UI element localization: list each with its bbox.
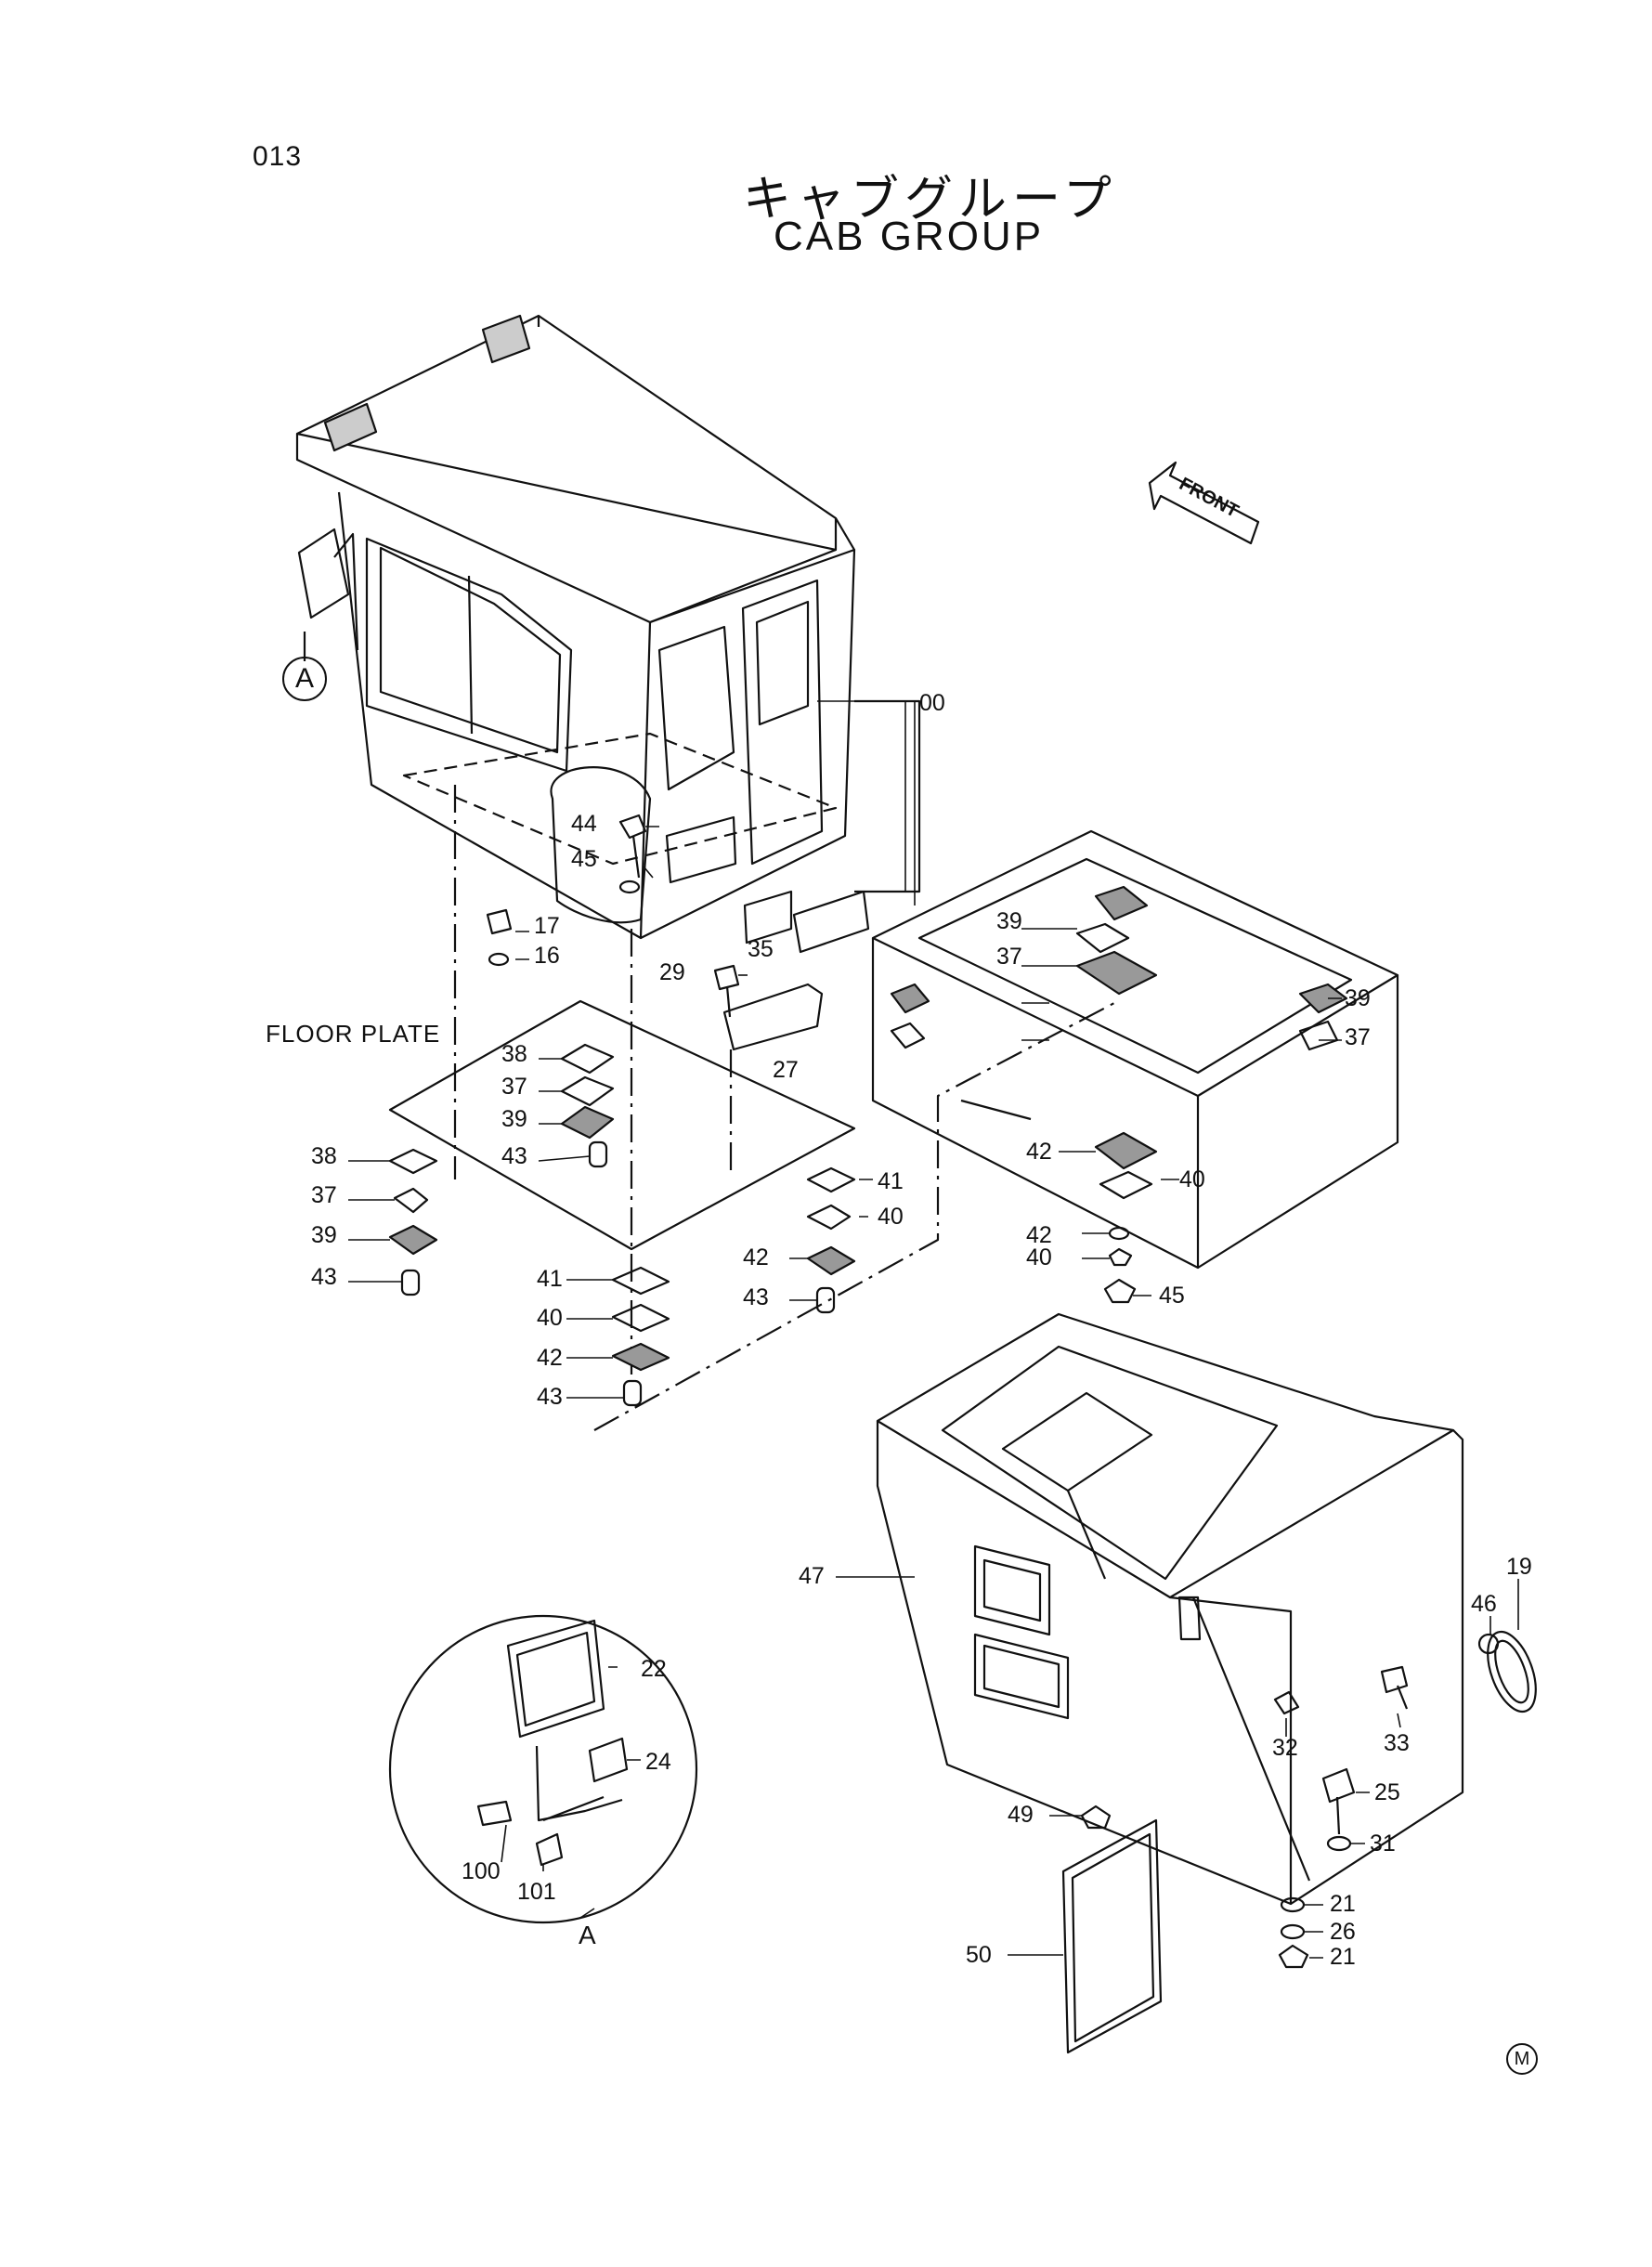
part-number-00: 00 — [919, 690, 945, 716]
part-number-21: 21 — [1330, 1891, 1356, 1917]
part-number-33: 33 — [1384, 1730, 1410, 1756]
part-number-19: 19 — [1506, 1554, 1532, 1580]
part-number-35: 35 — [748, 936, 774, 962]
mirror-glass — [506, 1619, 605, 1739]
part-number-39: 39 — [501, 1106, 527, 1132]
part-number-39: 39 — [311, 1222, 337, 1248]
part-number-40: 40 — [1026, 1244, 1052, 1270]
part-number-43: 43 — [743, 1284, 769, 1310]
part-number-50: 50 — [966, 1942, 992, 1968]
floor-plate — [388, 999, 856, 1251]
part-number-22: 22 — [641, 1656, 667, 1682]
part-number-39: 39 — [996, 908, 1022, 934]
grommet — [1487, 1630, 1537, 1713]
detail-a-label: A — [579, 1921, 596, 1949]
part-number-37: 37 — [996, 944, 1022, 970]
base-frame-side — [871, 938, 1200, 1270]
part-number-43: 43 — [501, 1143, 527, 1169]
part-number-31: 31 — [1370, 1831, 1396, 1857]
part-number-21: 21 — [1330, 1944, 1356, 1970]
part-number-43: 43 — [311, 1264, 337, 1290]
cab-front-panel — [640, 548, 856, 939]
part-number-29: 29 — [659, 959, 685, 985]
base-housing-side — [876, 1421, 1293, 1906]
cab-cutaway — [550, 766, 652, 924]
part-number-39: 39 — [1345, 985, 1371, 1011]
part-number-37: 37 — [1345, 1024, 1371, 1050]
part-number-42: 42 — [1026, 1222, 1052, 1248]
part-number-42: 42 — [743, 1244, 769, 1270]
leader-lines — [348, 700, 1519, 1959]
part-number-38: 38 — [501, 1041, 527, 1067]
part-number-38: 38 — [311, 1143, 337, 1169]
part-number-41: 41 — [878, 1168, 904, 1194]
cab-roof — [295, 314, 838, 552]
detail-a-circle — [388, 1614, 698, 1924]
part-number-46: 46 — [1471, 1591, 1497, 1617]
part-number-25: 25 — [1374, 1779, 1400, 1805]
front-arrow-icon — [1148, 461, 1260, 545]
part-number-43: 43 — [537, 1384, 563, 1410]
page-number: 013 — [253, 141, 303, 172]
part-number-17: 17 — [534, 913, 560, 939]
title-english: CAB GROUP — [774, 214, 1045, 259]
part-number-42: 42 — [1026, 1139, 1052, 1165]
cab-side-window — [365, 537, 573, 773]
part-number-32: 32 — [1272, 1735, 1298, 1761]
part-number-16: 16 — [534, 943, 560, 969]
part-number-100: 100 — [462, 1858, 501, 1884]
floor-plate-label: FLOOR PLATE — [266, 1020, 441, 1048]
part-number-41: 41 — [537, 1266, 563, 1292]
part-number-37: 37 — [311, 1182, 337, 1208]
part-number-26: 26 — [1330, 1919, 1356, 1945]
cab-side-panel — [337, 491, 652, 940]
part-number-24: 24 — [645, 1749, 671, 1775]
part-number-45: 45 — [571, 846, 597, 872]
part-number-45: 45 — [1159, 1283, 1185, 1309]
cab-front-window — [657, 625, 735, 791]
cab-step — [665, 815, 737, 884]
part-number-40: 40 — [878, 1204, 904, 1230]
part-number-49: 49 — [1008, 1802, 1034, 1828]
cab-mirror — [297, 528, 350, 619]
access-door — [1061, 1818, 1163, 2054]
part-number-labels: 0044451716293527383739433837394341404243… — [311, 690, 1532, 1970]
copyright-mark: M — [1506, 2043, 1538, 2075]
part-number-101: 101 — [517, 1879, 556, 1905]
part-number-47: 47 — [799, 1563, 825, 1589]
part-number-40: 40 — [1179, 1166, 1205, 1192]
part-number-44: 44 — [571, 811, 597, 837]
part-number-40: 40 — [537, 1305, 563, 1331]
part-number-42: 42 — [537, 1345, 563, 1371]
base-housing-top — [876, 1312, 1455, 1599]
diagram-drawing — [295, 314, 1537, 2054]
part-number-37: 37 — [501, 1074, 527, 1100]
title-japanese: キャブグループ — [743, 172, 1117, 228]
part-number-27: 27 — [773, 1057, 799, 1083]
bracket-27 — [722, 983, 824, 1051]
cab-door — [741, 579, 824, 866]
